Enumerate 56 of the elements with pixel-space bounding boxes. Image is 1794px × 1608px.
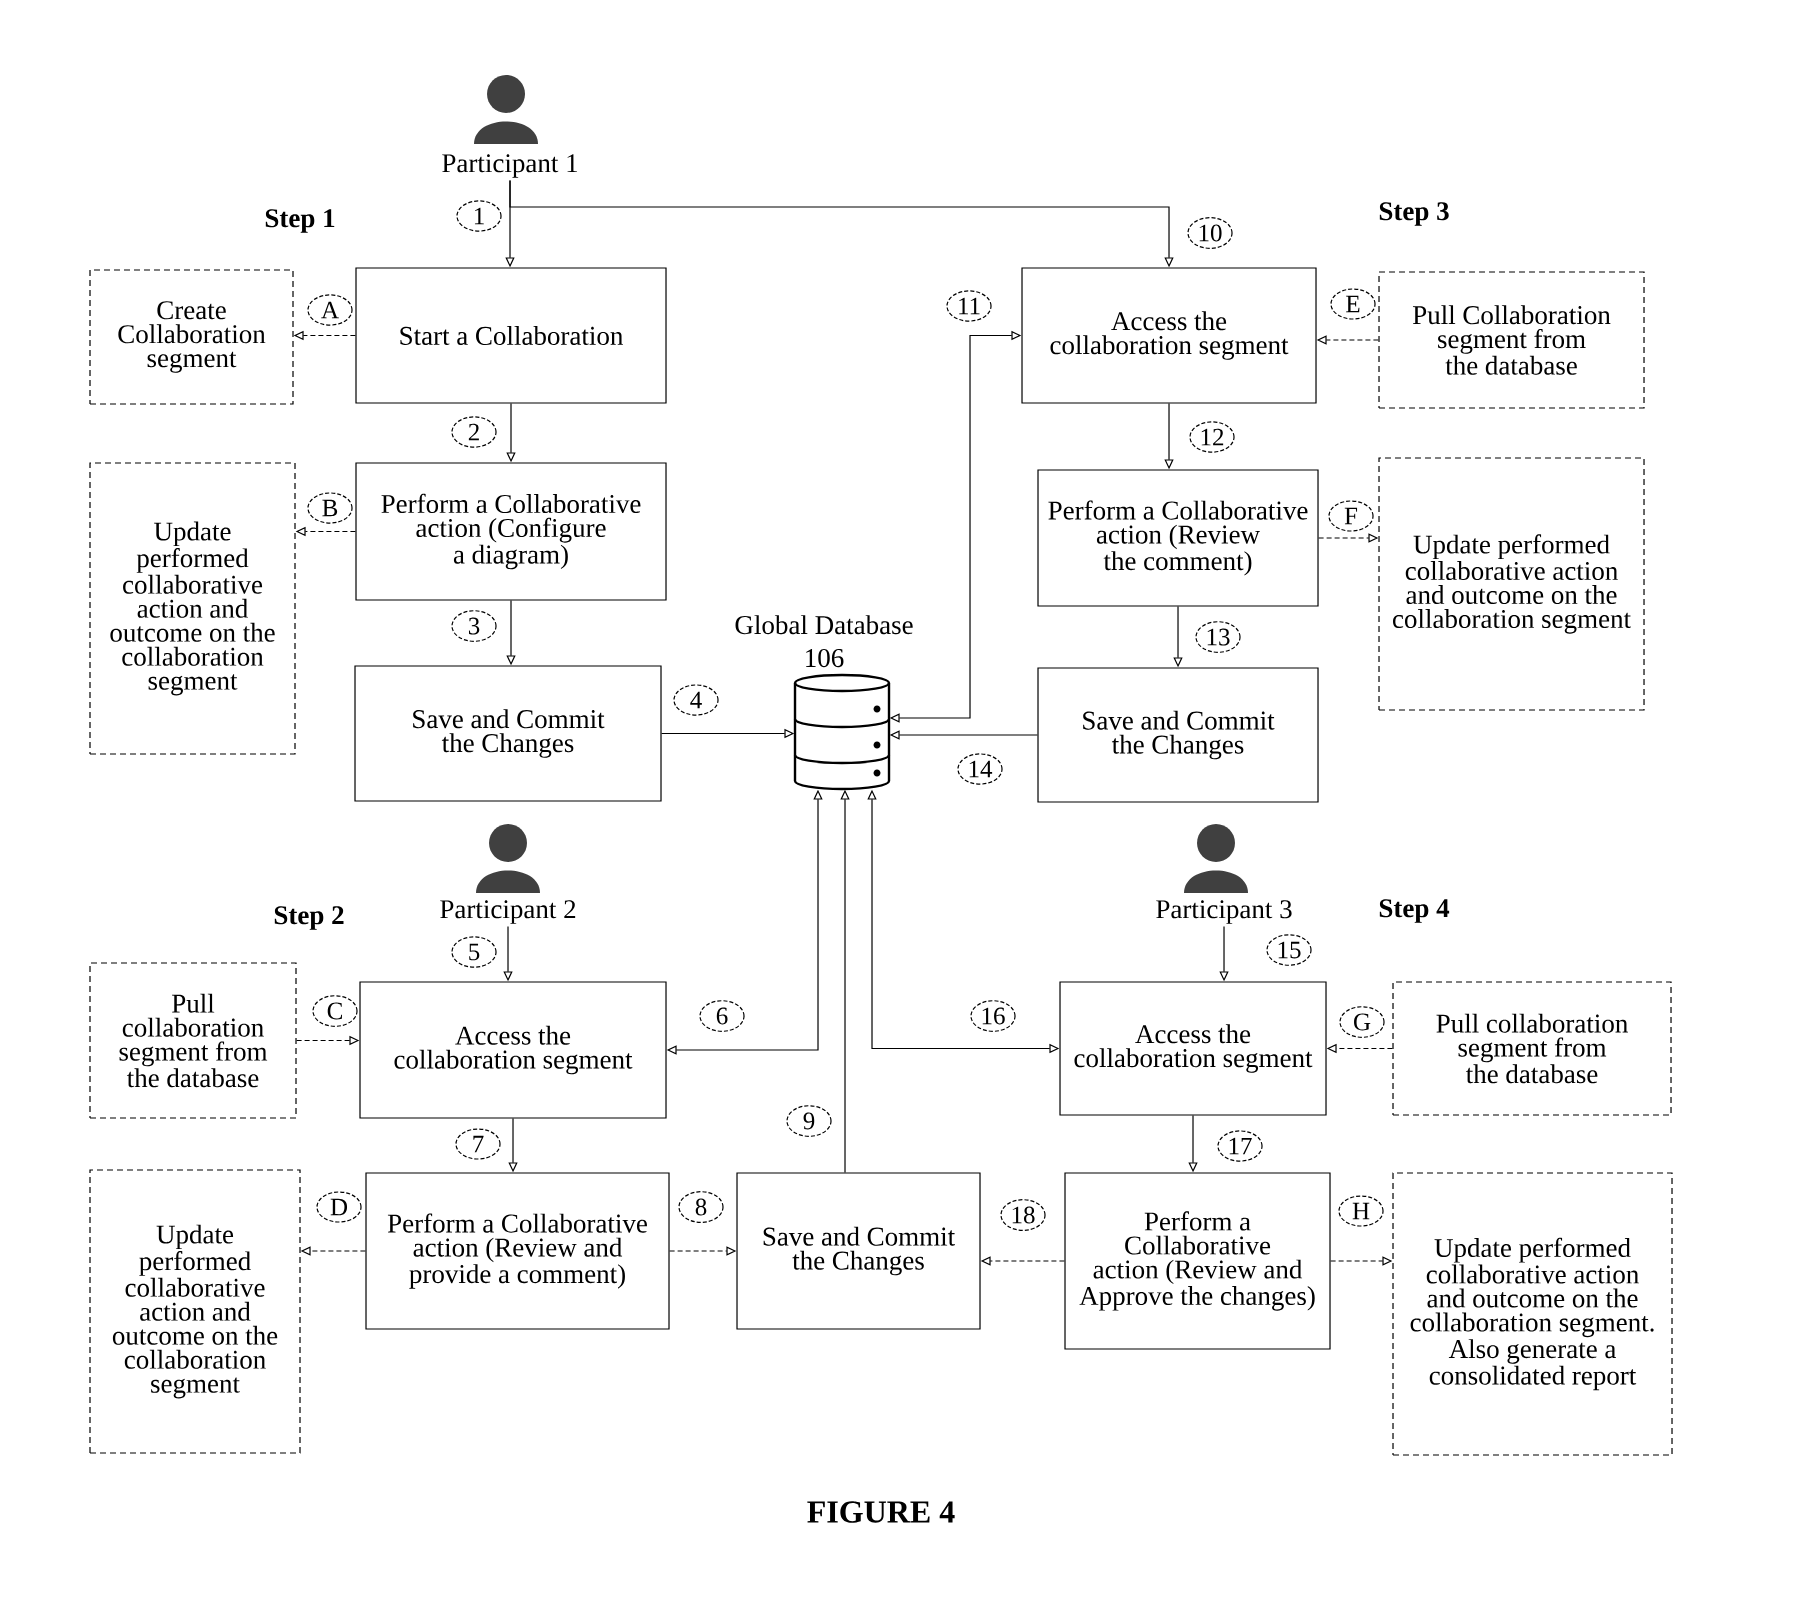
process-box: Save and Commit the Changes	[354, 665, 662, 802]
edge-label: 6	[699, 1000, 745, 1032]
note-box: Pull Collaboration segment from the database	[1378, 271, 1645, 409]
edge-label: C	[312, 995, 358, 1027]
edge-label: B	[307, 492, 353, 524]
node-label: 106	[806, 648, 844, 668]
process-box: Start a Collaboration	[355, 267, 667, 404]
edge-label: 16	[970, 1000, 1016, 1032]
note-box: Update performed collaborative action and outcome on the collaboration segment	[89, 1169, 301, 1454]
participant-label: Participant 1	[442, 154, 578, 178]
edge-label: H	[1338, 1195, 1384, 1227]
node-label: Global Database	[735, 615, 913, 635]
edge-label: 1	[456, 200, 502, 232]
process-box: Access the collaboration segment	[1021, 267, 1317, 404]
edge-label: 10	[1187, 217, 1233, 249]
database-cylinder: Global Database 106	[735, 615, 913, 791]
step-label: Step 4	[1379, 899, 1450, 923]
edge-label: D	[316, 1191, 362, 1223]
step-label: Step 2	[274, 906, 344, 930]
process-box: Perform a Collaborative action (Review and Approve the changes)	[1064, 1172, 1331, 1350]
edge-label: 11	[946, 290, 992, 322]
process-box: Save and Commit the Changes	[736, 1172, 981, 1330]
edge-label: 7	[455, 1128, 501, 1160]
note-box: Update performed collaborative action and outcome on the collaboration segment. Also generate a consolidated report	[1392, 1172, 1673, 1456]
edge-label: E	[1330, 288, 1376, 320]
process-box: Access the collaboration segment	[1059, 981, 1327, 1116]
edge-label: A	[307, 294, 353, 326]
edge-label: 2	[451, 416, 497, 448]
note-box: Update performed collaborative action and outcome on the collaboration segment	[89, 462, 296, 755]
process-box: Save and Commit the Changes	[1037, 667, 1319, 803]
edge-label: 3	[451, 610, 497, 642]
figure-caption: FIGURE 4	[807, 1501, 955, 1523]
process-box: Access the collaboration segment	[359, 981, 667, 1119]
edge-label: 8	[678, 1191, 724, 1223]
note-box: Update performed collaborative action and outcome on the collaboration segment	[1378, 457, 1645, 711]
step-label: Step 3	[1379, 202, 1449, 226]
process-box: Perform a Collaborative action (Review the comment)	[1037, 469, 1319, 607]
process-box: Perform a Collaborative action (Configure a diagram)	[355, 462, 667, 601]
note-box: Pull collaboration segment from the database	[89, 962, 297, 1119]
edge-label: 14	[957, 753, 1003, 785]
edge-label: 4	[673, 684, 719, 716]
edge-label: F	[1328, 500, 1374, 532]
participant-label: Participant 2	[440, 900, 576, 924]
edge-label: 5	[451, 936, 497, 968]
note-box: Create Collaboration segment	[89, 269, 294, 405]
process-box: Perform a Collaborative action (Review and provide a comment)	[365, 1172, 670, 1330]
edge-label: 15	[1266, 934, 1312, 966]
edge-label: 17	[1217, 1130, 1263, 1162]
edge-label: G	[1339, 1006, 1385, 1038]
step-label: Step 1	[265, 209, 335, 233]
note-box: Pull collaboration segment from the database	[1392, 981, 1672, 1116]
edge-label: 12	[1189, 421, 1235, 453]
edge-label: 9	[786, 1105, 832, 1137]
edge-label: 18	[1000, 1199, 1046, 1231]
participant-label: Participant 3	[1156, 900, 1292, 924]
edge-label: 13	[1195, 621, 1241, 653]
